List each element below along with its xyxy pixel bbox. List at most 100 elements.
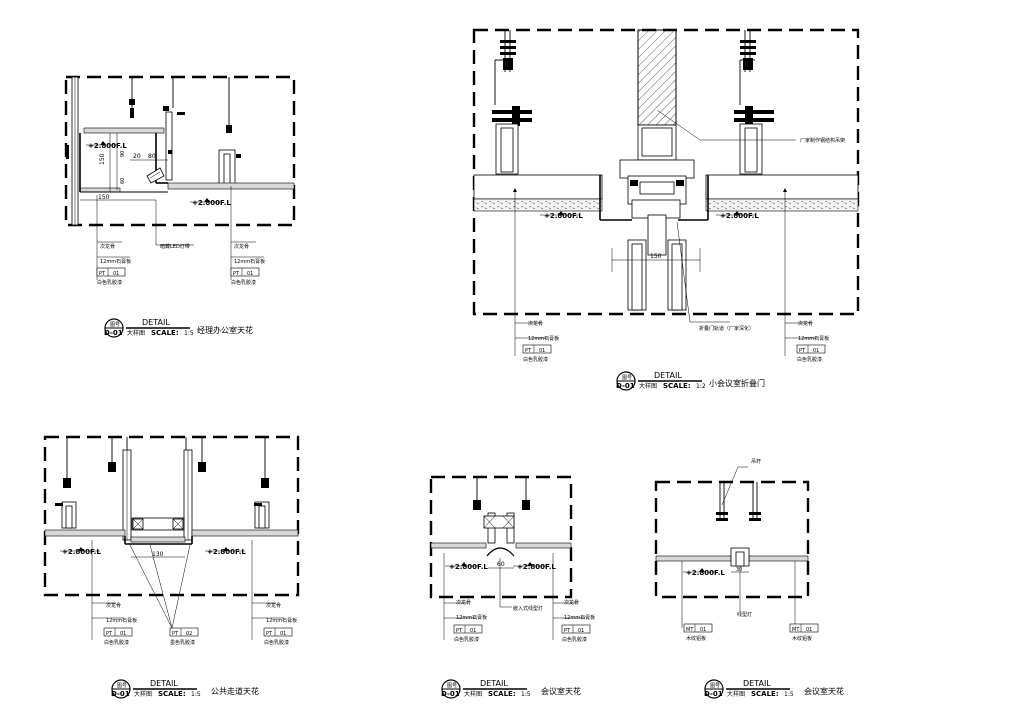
label-gypsum-board: 12mm石膏板 xyxy=(100,258,131,265)
level-mark: +2.800F.L xyxy=(192,199,231,207)
title-block-5: 图号 D-01 DETAIL 大样图 SCALE: 1:5 会议室天花 xyxy=(704,679,844,699)
title-big-sample: 大样图 xyxy=(134,690,152,698)
title-name: 公共走道天花 xyxy=(211,686,259,696)
tag-pt-num: 01 xyxy=(120,631,126,637)
label-hidden-led: 暗藏LED灯带 xyxy=(160,243,190,250)
tag-pt-code: PT xyxy=(99,271,106,277)
dim-20: 20 xyxy=(133,153,141,160)
ref-bottom: D-01 xyxy=(441,690,460,698)
title-block-1: 图号 D-01 DETAIL 大样图 SCALE: 1:5 经理办公室天花 xyxy=(104,318,253,338)
ref-top: 图号 xyxy=(622,375,632,381)
ref-top: 图号 xyxy=(710,683,720,689)
label-white-latex-paint: 白色乳胶漆 xyxy=(231,279,256,286)
level-mark: +2.800F.L xyxy=(686,569,725,577)
dim-60: 60 xyxy=(497,561,505,568)
title-scale-value: 1:5 xyxy=(184,330,194,337)
tag-pt-num: 01 xyxy=(113,271,119,277)
title-detail: DETAIL xyxy=(142,318,170,327)
label-secondary-keel: 次龙骨 xyxy=(100,243,115,250)
dim-90: 90 xyxy=(120,151,126,157)
dim-30: 30 xyxy=(736,567,742,573)
title-big-sample: 大样图 xyxy=(639,382,657,390)
label-wood-board: 木纹铝板 xyxy=(686,635,706,642)
tag-pt-num: 01 xyxy=(280,631,286,637)
label-gypsum-board: 12mm石膏板 xyxy=(798,335,829,342)
title-scale-value: 1:5 xyxy=(191,691,201,698)
label-white-latex-paint: 白色乳胶漆 xyxy=(264,639,289,646)
tag-pt-num: 01 xyxy=(813,348,819,354)
dim-80: 80 xyxy=(148,153,156,160)
ref-top: 图号 xyxy=(447,683,457,689)
tag-pt-code: PT xyxy=(233,271,240,277)
label-secondary-keel: 次龙骨 xyxy=(234,243,249,250)
tag-pt-code: PT xyxy=(456,628,463,634)
title-scale-value: 1:2 xyxy=(696,383,706,390)
tag-pt-code: PT xyxy=(106,631,113,637)
label-white-latex-paint: 白色乳胶漆 xyxy=(797,356,822,363)
label-base-latex-paint: 墨色乳胶漆 xyxy=(170,639,195,646)
title-detail: DETAIL xyxy=(743,679,771,688)
label-hanger-rod: 吊杆 xyxy=(751,458,761,465)
tag-mt-num: 01 xyxy=(806,627,812,633)
label-linear-light: 线型灯 xyxy=(737,611,752,618)
title-scale: SCALE: xyxy=(751,690,779,698)
label-white-latex-paint: 白色乳胶漆 xyxy=(97,279,122,286)
title-big-sample: 大样图 xyxy=(464,690,482,698)
level-mark: +2.800F.L xyxy=(88,142,127,150)
title-big-sample: 大样图 xyxy=(727,690,745,698)
label-secondary-keel: 次龙骨 xyxy=(564,599,579,606)
detail-2-folding-door: 150 +2.800F.L +2.800F.L 厂家制作钢结构吊架 折叠门轨道（… xyxy=(472,28,860,363)
level-mark: +2.800F.L xyxy=(517,563,556,571)
label-gypsum-board: 12mm石膏板 xyxy=(266,617,297,624)
detail-3-corridor-ceiling: 130 +2.800F.L +2.800F.L 次龙骨 12mm石膏板 PT 0… xyxy=(43,435,300,646)
ref-bottom: D-01 xyxy=(111,690,130,698)
tag-pt-code: PT xyxy=(266,631,273,637)
tag-pt-num: 01 xyxy=(470,628,476,634)
dim-150-horizontal: 150 xyxy=(98,194,110,201)
title-detail: DETAIL xyxy=(654,371,682,380)
title-scale: SCALE: xyxy=(151,329,179,337)
label-secondary-keel: 次龙骨 xyxy=(528,320,543,327)
tag-mt-num: 01 xyxy=(700,627,706,633)
label-secondary-keel: 次龙骨 xyxy=(798,320,813,327)
title-scale-value: 1:5 xyxy=(784,691,794,698)
ref-bottom: D-01 xyxy=(616,382,635,390)
tag-mt-code: MT xyxy=(792,627,800,633)
title-big-sample: 大样图 xyxy=(127,329,145,337)
tag-pt-code: PT xyxy=(799,348,806,354)
label-gypsum-board: 12mm石膏板 xyxy=(234,258,265,265)
level-mark: +2.800F.L xyxy=(544,212,583,220)
label-gypsum-board: 12mm石膏板 xyxy=(528,335,559,342)
label-secondary-keel: 次龙骨 xyxy=(456,599,471,606)
label-secondary-keel: 次龙骨 xyxy=(106,602,121,609)
level-mark: +2.800F.L xyxy=(720,212,759,220)
title-name: 经理办公室天花 xyxy=(197,325,253,335)
tag-pt2-num: 02 xyxy=(186,631,192,637)
tag-pt2-code: PT xyxy=(172,631,179,637)
title-block-2: 图号 D-01 DETAIL 大样图 SCALE: 1:2 小会议室折叠门 xyxy=(616,371,765,391)
label-gypsum-board: 12mm石膏板 xyxy=(456,614,487,621)
ref-bottom: D-01 xyxy=(104,329,123,337)
label-white-latex-paint: 白色乳胶漆 xyxy=(454,636,479,643)
tag-pt-num: 01 xyxy=(539,348,545,354)
label-wood-board: 木纹铝板 xyxy=(792,635,812,642)
label-gypsum-board: 12mm石膏板 xyxy=(106,617,137,624)
title-name: 会议室天花 xyxy=(541,686,581,696)
title-scale-value: 1:5 xyxy=(521,691,531,698)
ref-bottom: D-01 xyxy=(704,690,723,698)
label-white-latex-paint: 白色乳胶漆 xyxy=(104,639,129,646)
label-folding-track: 折叠门轨道（厂家深化） xyxy=(699,325,754,332)
title-scale: SCALE: xyxy=(488,690,516,698)
level-mark: +2.800F.L xyxy=(62,548,101,556)
detail-1-manager-office-ceiling: 150 90 60 20 80 150 +2.800F.L +2.800F.L … xyxy=(64,75,296,286)
title-scale: SCALE: xyxy=(663,382,691,390)
ref-top: 图号 xyxy=(110,322,120,328)
detail-4-meeting-ceiling: 60 +2.800F.L +2.800F.L 次龙骨 12mm石膏板 PT 01… xyxy=(429,475,595,643)
title-detail: DETAIL xyxy=(480,679,508,688)
dim-150: 150 xyxy=(650,253,662,260)
dim-150-vertical: 150 xyxy=(99,153,106,165)
label-gypsum-board: 12mm石膏板 xyxy=(564,614,595,621)
tag-pt-num: 01 xyxy=(247,271,253,277)
level-mark: +2.800F.L xyxy=(207,548,246,556)
